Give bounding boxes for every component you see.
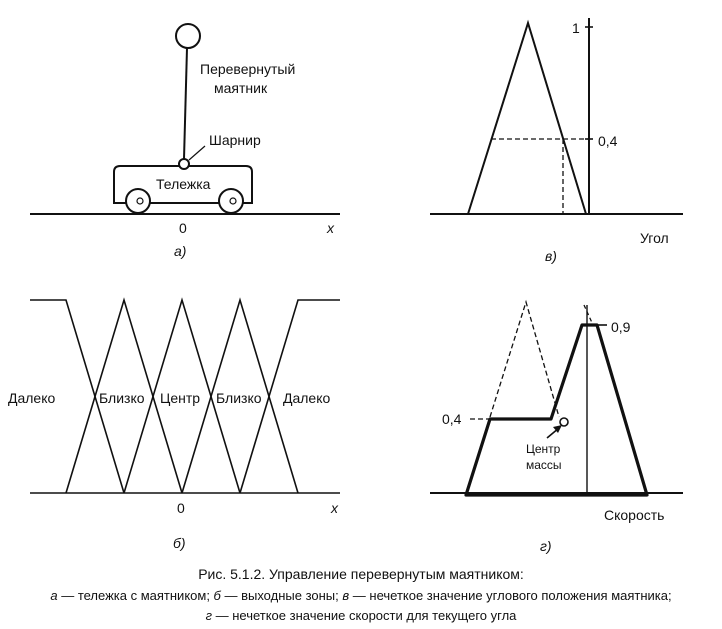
pendulum-bob (175, 23, 201, 49)
cart-wheel-right-hub (229, 197, 237, 205)
speed-dashed-triangle (489, 299, 560, 418)
caption-text-g: — нечеткое значение скорости для текущег… (212, 608, 517, 623)
cart-wheel-left-hub (136, 197, 144, 205)
angle-triangle (467, 19, 587, 215)
figure-caption-title: Рис. 5.1.2. Управление перевернутым маят… (198, 566, 524, 582)
panel-a: Перевернутый маятник Шарнир Тележка 0 x … (30, 23, 340, 259)
zone-labels: Далеко Близко Центр Близко Далеко 0 x б) (8, 390, 339, 551)
value-04: 0,4 (598, 133, 618, 149)
zone-label-center: Центр (160, 390, 200, 406)
value-04-g: 0,4 (442, 411, 462, 427)
caption-letter-v: в (342, 588, 350, 603)
label-pendulum-line2: маятник (214, 80, 268, 96)
value-09: 0,9 (611, 319, 631, 335)
speed-apex-dashed (583, 304, 594, 326)
panel-b (30, 297, 340, 494)
caption-text-v: — нечеткое значение углового положения м… (349, 588, 672, 603)
zone-center (123, 297, 241, 494)
panel-g: 0,9 0,4 Центр массы Скорость г) (430, 299, 683, 554)
speed-result-shape (464, 323, 649, 497)
zone-far-right (239, 299, 340, 494)
speed-axis-label: Скорость (604, 507, 664, 523)
sublabel-v: в) (545, 248, 557, 264)
sublabel-g: г) (540, 538, 552, 554)
sublabel-a: а) (174, 243, 186, 259)
figure-caption-line2: г — нечеткое значение скорости для текущ… (0, 608, 722, 623)
label-cart: Тележка (156, 176, 211, 192)
label-pendulum-line1: Перевернутый (200, 61, 295, 77)
zone-far-left (30, 299, 125, 494)
axis-x-label: x (326, 220, 335, 236)
figure-caption-line1: а — тележка с маятником; б — выходные зо… (0, 588, 722, 603)
center-of-mass-label-line2: массы (526, 458, 562, 472)
center-of-mass-marker (559, 417, 569, 427)
caption-letter-g: г (205, 608, 212, 623)
zone-label-far-right: Далеко (283, 390, 331, 406)
panel-v: 1 0,4 Угол в) (430, 18, 683, 264)
angle-axis-label: Угол (640, 230, 669, 246)
caption-text-b: — выходные зоны; (220, 588, 343, 603)
zone-label-near-right: Близко (216, 390, 262, 406)
hinge (178, 158, 190, 170)
axis-zero-b: 0 (177, 500, 185, 516)
zone-label-far-left: Далеко (8, 390, 56, 406)
value-one: 1 (572, 20, 580, 36)
sublabel-b: б) (173, 535, 186, 551)
zone-label-near-left: Близко (99, 390, 145, 406)
caption-letter-a: а (50, 588, 58, 603)
label-hinge: Шарнир (209, 132, 261, 148)
axis-x-label-b: x (330, 500, 339, 516)
zone-near-right (181, 297, 299, 494)
center-arrow-head (553, 425, 562, 433)
pendulum-rod (183, 47, 188, 160)
center-of-mass-label-line1: Центр (526, 442, 561, 456)
caption-text-a: — тележка с маятником; (57, 588, 214, 603)
hinge-leader (188, 145, 206, 161)
caption-letter-b: б (213, 588, 221, 603)
zone-near-left (65, 297, 183, 494)
axis-zero: 0 (179, 220, 187, 236)
